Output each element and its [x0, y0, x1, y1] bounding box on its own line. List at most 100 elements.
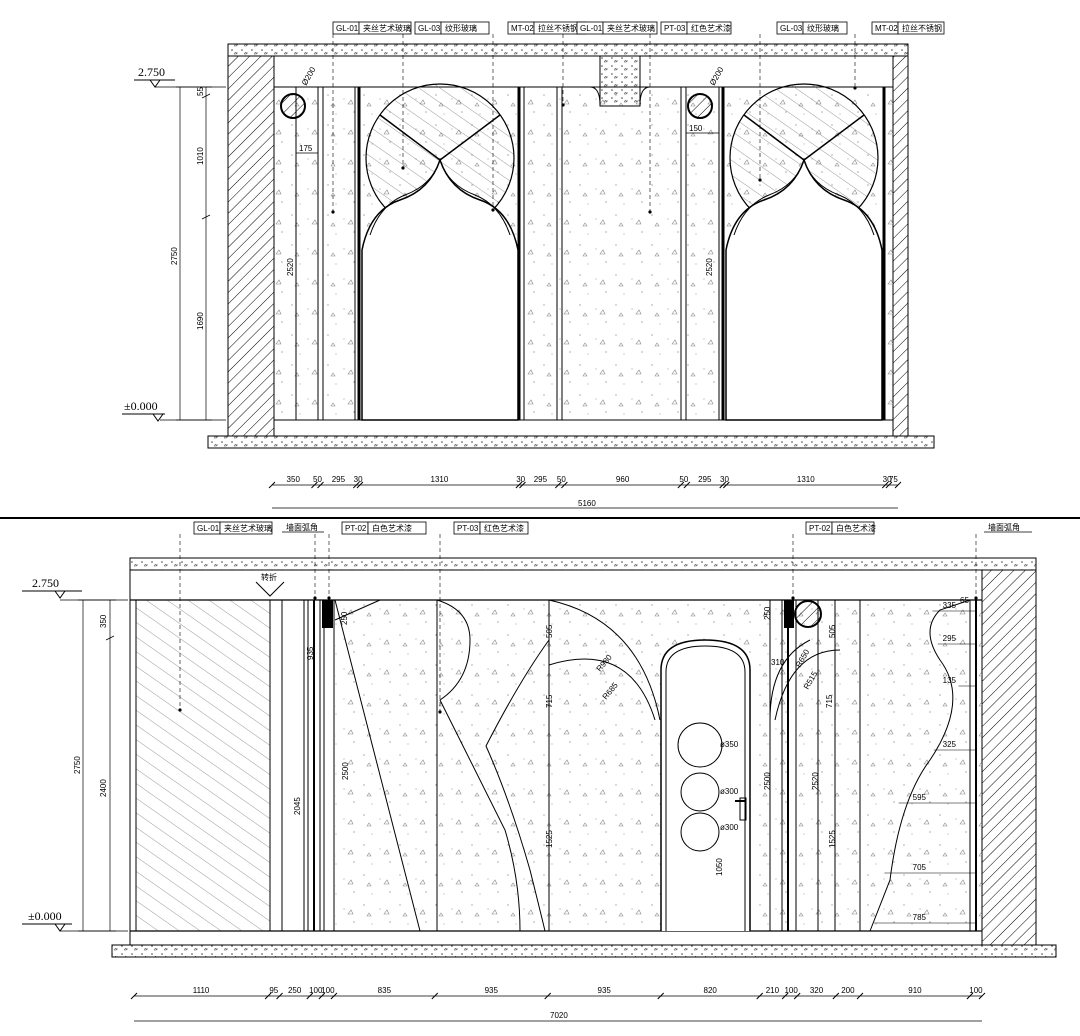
b-tag-name: 夹丝艺术玻璃: [224, 523, 272, 533]
dim-inset-right: 150: [689, 124, 703, 133]
a-tag-code: PT-03: [664, 24, 686, 33]
dim-lower-a: 1690: [196, 312, 205, 330]
wall-surface-b: [335, 600, 982, 931]
a-dim-11: 295: [698, 475, 712, 484]
a-tag-name: 夹丝艺术玻璃: [607, 23, 655, 33]
dim-circle1: ø350: [720, 740, 739, 749]
b-tag-5: PT-02 白色艺术漆: [791, 521, 876, 600]
b-dim-9: 820: [704, 986, 718, 995]
dim-height-right: 2520: [705, 258, 714, 276]
b-dim-10: 210: [766, 986, 780, 995]
level-bottom-a: ±0.000: [124, 399, 158, 413]
arch-window-right: [725, 83, 883, 421]
a-tag-name: 拉丝不锈钢: [902, 23, 942, 33]
b-tag-name: 白色艺术漆: [836, 523, 876, 533]
a-dim-3: 295: [332, 475, 346, 484]
b-tag-name: 墙面弧角: [988, 522, 1020, 532]
floor-slab: [207, 435, 935, 449]
b-tag-code: PT-02: [809, 524, 831, 533]
a-tag-name: 纹形玻璃: [445, 23, 477, 33]
a-tag-name: 拉丝不锈钢: [538, 23, 578, 33]
a-tag-5: PT-03 红色艺术漆: [648, 21, 732, 214]
left-wall: [227, 55, 275, 437]
offset-dim-3: 135: [943, 676, 957, 685]
level-top-b: 2.750: [32, 576, 59, 590]
a-dim-6: 30: [516, 475, 525, 484]
dim-d2520: 2520: [811, 772, 820, 790]
dim-upper-a: 1010: [196, 147, 205, 165]
b-dim-5: 100: [321, 986, 335, 995]
dim-d1525b: 1525: [828, 830, 837, 848]
a-tag-name: 夹丝艺术玻璃: [363, 23, 411, 33]
b-dim-4: 100: [309, 986, 323, 995]
offset-dim-1: 335: [943, 601, 957, 610]
floor-slab-b: [111, 944, 1057, 958]
dim-lower-b: 2400: [99, 779, 108, 797]
dim-circle2: ø300: [720, 787, 739, 796]
a-tag-3: MT-02 拉丝不锈钢: [491, 21, 587, 212]
pipe-left: [280, 93, 306, 119]
offset-dim-7: 785: [913, 913, 927, 922]
a-tag-code: GL-01: [336, 24, 359, 33]
b-dim-6: 835: [378, 986, 392, 995]
dim-d65: 65: [960, 596, 969, 605]
a-dim-2: 50: [313, 475, 322, 484]
a-dim-14: 30: [883, 475, 892, 484]
dim-d935: 935: [306, 646, 315, 660]
b-dim-8: 935: [598, 986, 612, 995]
dim-top-gap-a: 55: [196, 87, 205, 96]
level-bottom-b: ±0.000: [28, 909, 62, 923]
b-tag-name: 白色艺术漆: [372, 523, 412, 533]
fold-label: 转折: [261, 572, 277, 582]
b-dim-14: 910: [908, 986, 922, 995]
level-top-a: 2.750: [138, 65, 165, 79]
b-tag-code: GL-01: [197, 524, 220, 533]
dim-pipe-right: Ø200: [708, 65, 726, 87]
a-tag-code: GL-03: [780, 24, 803, 33]
a-dim-10: 50: [679, 475, 688, 484]
dim-circle3: ø300: [720, 823, 739, 832]
right-wall-b: [981, 569, 1037, 946]
overall-dim-b: 7020: [550, 1011, 568, 1020]
a-dim-15: 75: [889, 475, 898, 484]
right-wall: [892, 55, 909, 437]
b-tag-6: 墙面弧角: [974, 522, 1032, 600]
b-tag-code: PT-03: [457, 524, 479, 533]
dim-pipe-left: Ø200: [300, 65, 318, 87]
dim-d1050: 1050: [715, 858, 724, 876]
a-dim-5: 1310: [431, 475, 449, 484]
b-dim-11: 100: [784, 986, 798, 995]
dim-d2045: 2045: [293, 797, 302, 815]
a-dim-4: 30: [354, 475, 363, 484]
offset-dim-6: 705: [913, 863, 927, 872]
dim-d250a: 250: [340, 611, 349, 625]
offset-dim-4: 325: [943, 740, 957, 749]
pipe-b: [794, 600, 822, 628]
dim-d250b: 250: [763, 606, 772, 620]
dim-d2500a: 2500: [341, 762, 350, 780]
a-tag-code: GL-03: [418, 24, 441, 33]
b-tag-name: 红色艺术漆: [484, 523, 524, 533]
dim-total-b: 2750: [73, 756, 82, 774]
level-marks-a: 2.750 ±0.000: [122, 65, 226, 422]
dim-total-a: 2750: [170, 247, 179, 265]
b-tag-name: 墙面弧角: [286, 522, 318, 532]
a-tag-2: GL-03 纹形玻璃: [401, 21, 490, 170]
dim-d505b: 505: [828, 624, 837, 638]
a-tag-code: MT-02: [511, 24, 534, 33]
pipe-right: [687, 93, 713, 119]
b-dim-15: 100: [969, 986, 983, 995]
a-tag-name: 红色艺术漆: [691, 23, 731, 33]
dim-d715a: 715: [545, 694, 554, 708]
a-dim-7: 295: [534, 475, 548, 484]
b-dim-13: 200: [841, 986, 855, 995]
arch-window-left: [361, 83, 519, 421]
offset-dim-5: 595: [913, 793, 927, 802]
